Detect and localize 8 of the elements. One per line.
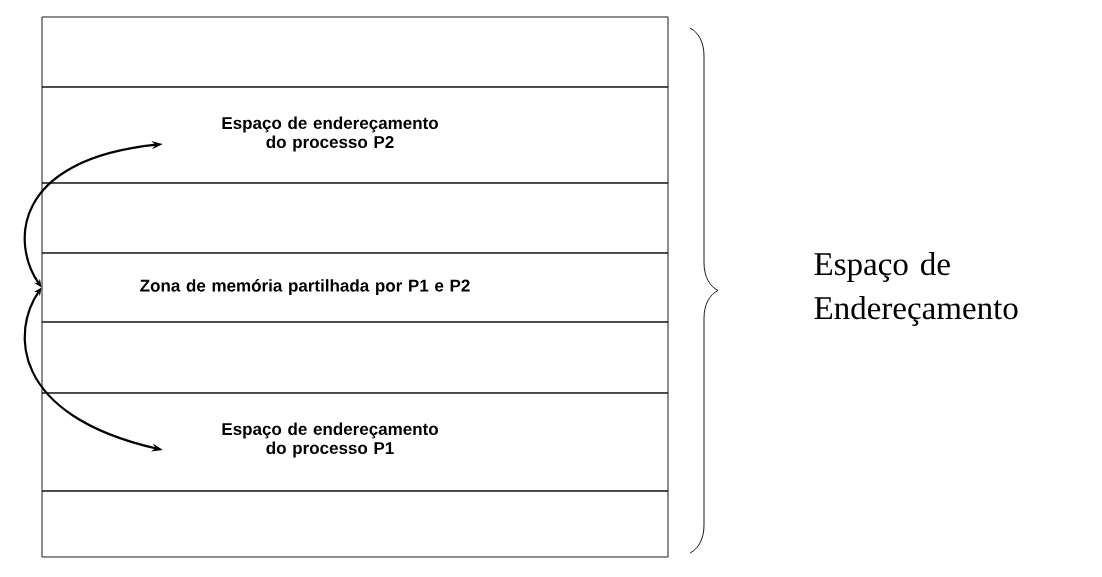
memory-region-band: Espaço de endereçamento do processo P1 [41, 392, 669, 492]
memory-region-band: Zona de memória partilhada por P1 e P2 [41, 252, 669, 323]
memory-band [41, 321, 669, 394]
memory-band [41, 490, 669, 558]
memory-region-band: Espaço de endereçamento do processo P2 [41, 86, 669, 184]
memory-band [41, 182, 669, 254]
region-label: Espaço de Endereçamento [814, 252, 1018, 326]
memory-band [41, 16, 669, 88]
